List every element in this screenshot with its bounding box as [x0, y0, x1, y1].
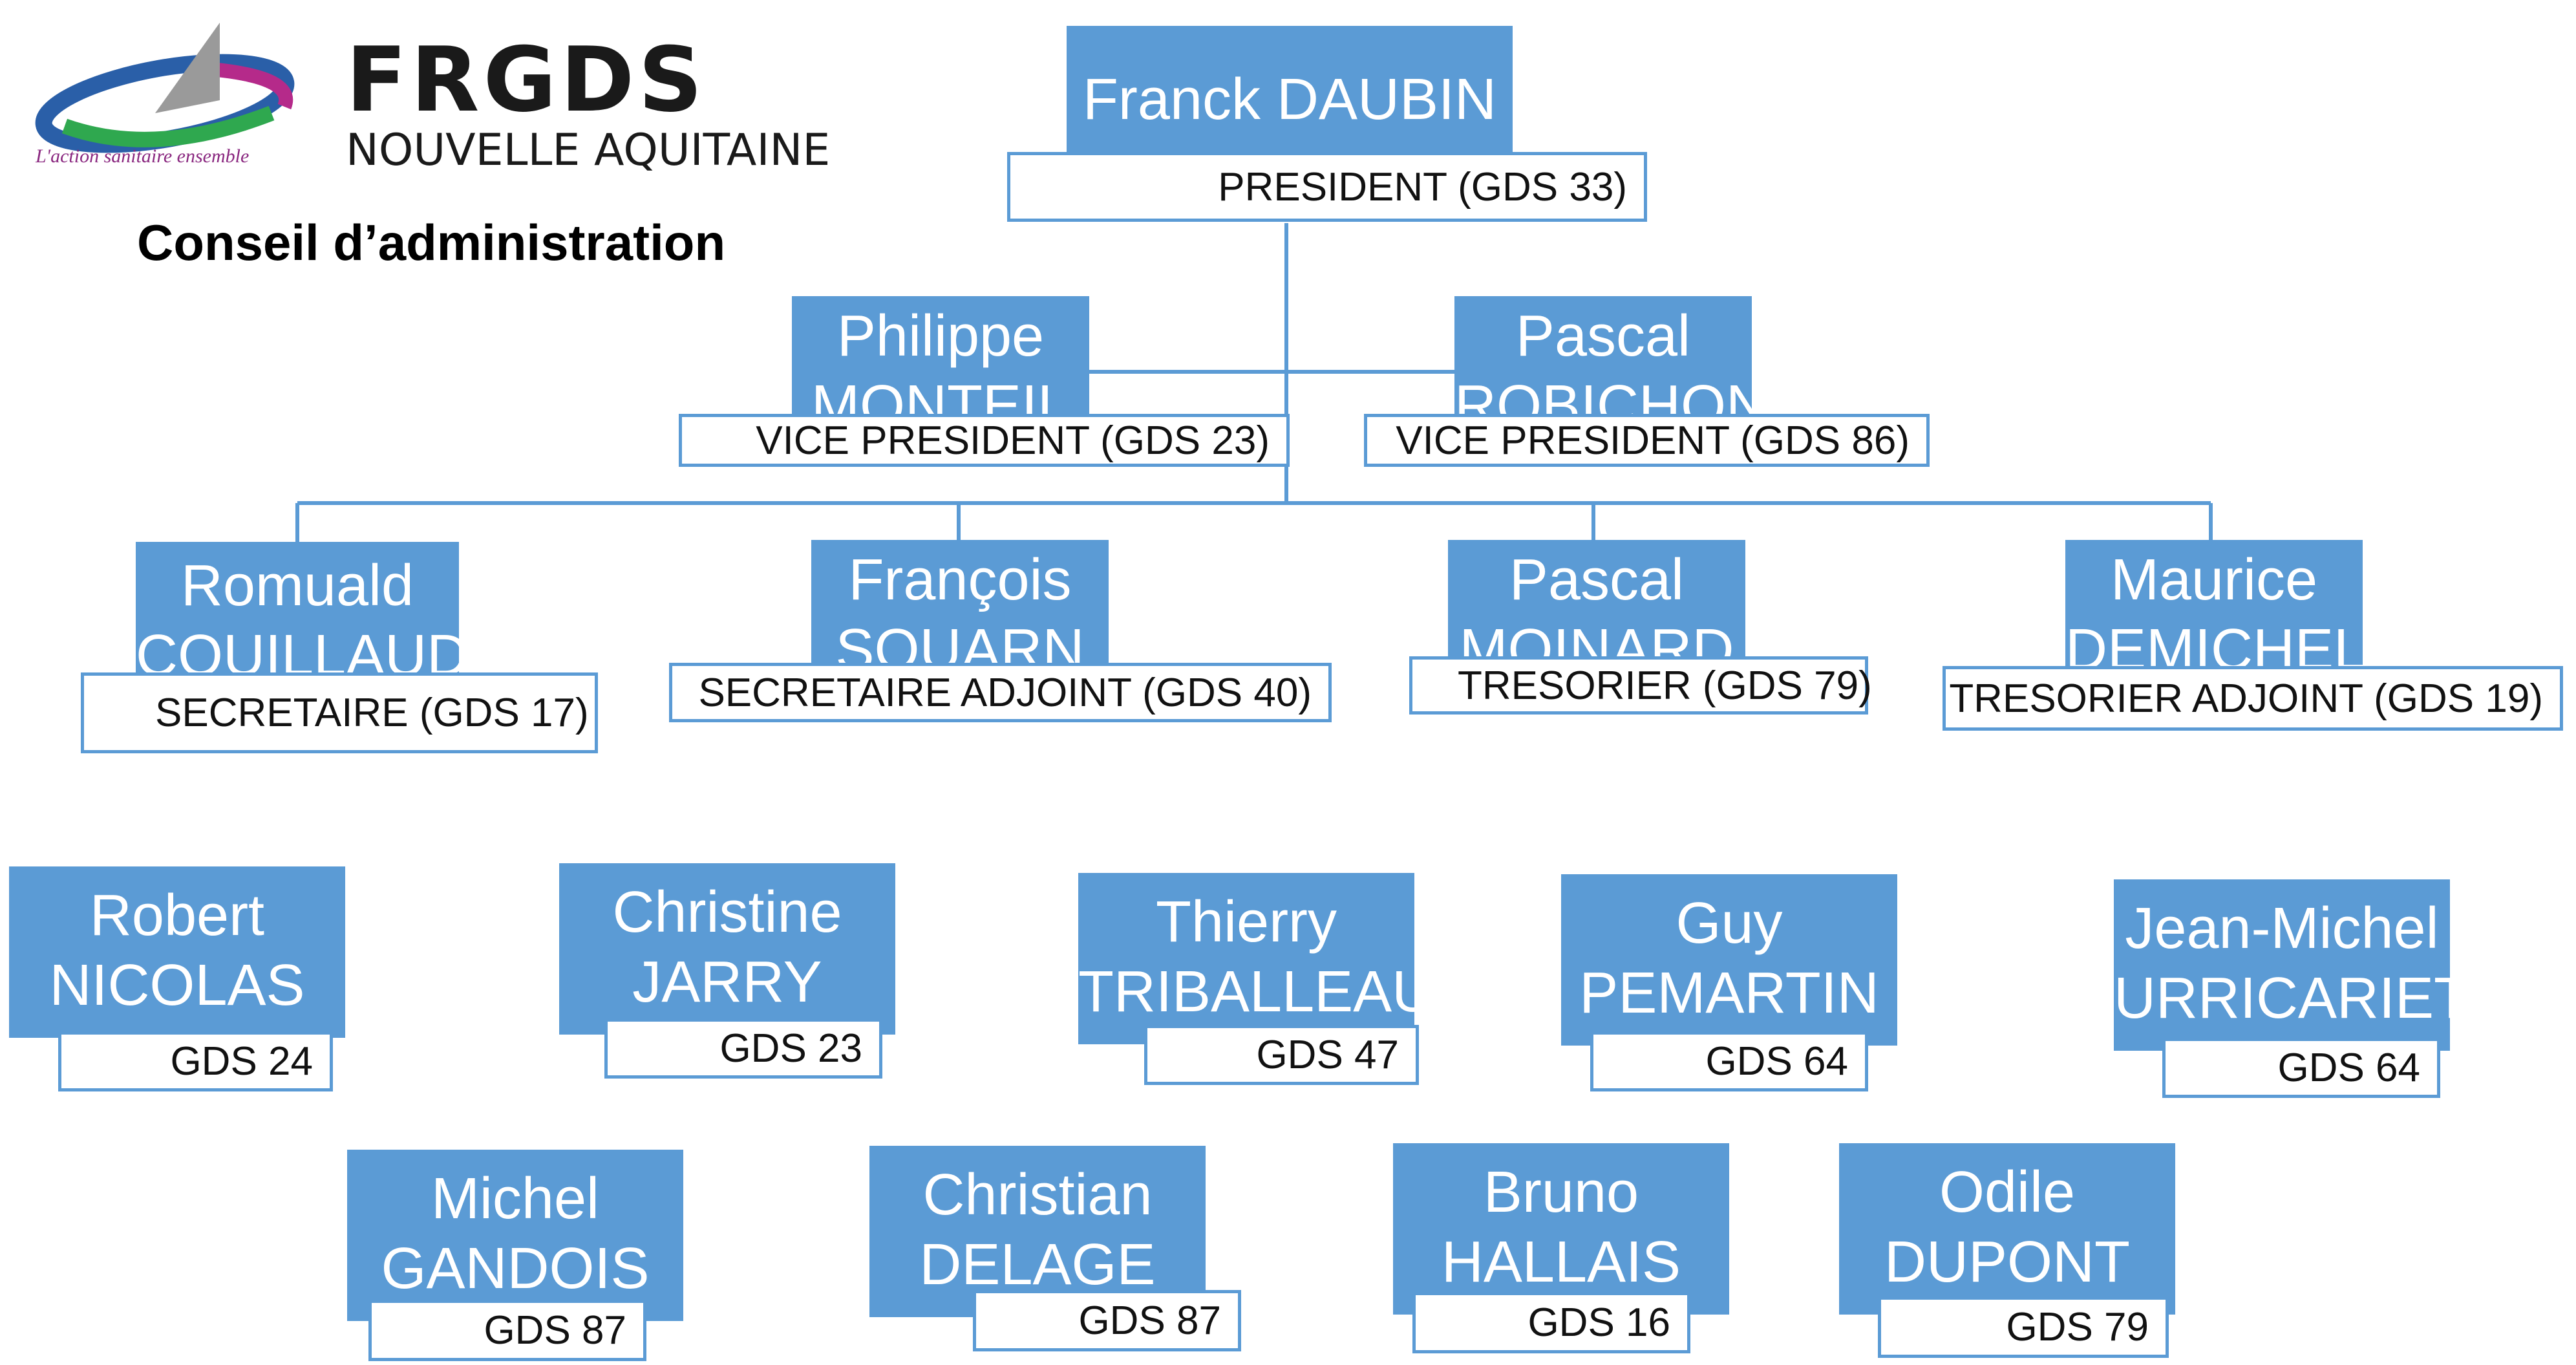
vice-president-role-box: VICE PRESIDENT (GDS 86) [1364, 414, 1930, 467]
officer-card: Romuald COUILLAUD [136, 542, 459, 684]
member-card: Christian DELAGE [869, 1146, 1206, 1317]
officer-role-box: SECRETAIRE ADJOINT (GDS 40) [669, 663, 1332, 722]
org-name: FRGDS [346, 28, 707, 132]
member-role-box: GDS 79 [1878, 1296, 2169, 1358]
officer-role-box: TRESORIER (GDS 79) [1409, 656, 1872, 715]
person-role: GDS 64 [2277, 1046, 2420, 1090]
officer-card: Pascal MOINARD [1448, 540, 1745, 663]
officer-role-box: TRESORIER ADJOINT (GDS 19) [1943, 666, 2563, 731]
person-role: GDS 64 [1705, 1039, 1848, 1084]
person-last-name: SOUARN [835, 618, 1085, 669]
person-first-name: François [848, 548, 1072, 612]
person-first-name: Guy [1676, 891, 1783, 956]
person-last-name: DUPONT [1884, 1230, 2130, 1295]
person-first-name: Thierry [1155, 890, 1337, 954]
person-first-name: Pascal [1509, 548, 1685, 612]
member-card: Robert NICOLAS [9, 866, 345, 1038]
member-role-box: GDS 64 [2162, 1038, 2440, 1098]
person-first-name: Odile [1939, 1160, 2076, 1225]
officer-card: François SOUARN [811, 540, 1109, 669]
person-last-name: URRICARIET [2114, 966, 2450, 1031]
member-card: Christine JARRY [559, 863, 895, 1035]
org-region: NOUVELLE AQUITAINE [346, 125, 831, 176]
person-first-name: Christian [922, 1163, 1153, 1227]
member-role-box: GDS 87 [368, 1300, 646, 1361]
person-first-name: Michel [431, 1166, 600, 1231]
member-role-box: GDS 23 [604, 1018, 882, 1079]
member-card: Guy PEMARTIN [1561, 874, 1897, 1046]
officer-card: Maurice DEMICHEL [2065, 540, 2363, 672]
person-role: GDS 24 [170, 1039, 313, 1084]
person-first-name: Maurice [2110, 548, 2318, 612]
member-role-box: GDS 47 [1144, 1025, 1419, 1085]
person-last-name: PEMARTIN [1579, 961, 1879, 1026]
person-role: GDS 87 [1078, 1298, 1221, 1343]
person-first-name: Robert [89, 883, 265, 948]
president-name: Franck DAUBIN [1082, 67, 1497, 132]
officer-role-box: SECRETAIRE (GDS 17) [81, 672, 598, 753]
person-role: VICE PRESIDENT (GDS 86) [1396, 418, 1910, 463]
member-role-box: GDS 16 [1412, 1292, 1690, 1353]
person-last-name: TRIBALLEAU [1078, 960, 1414, 1024]
vice-president-card: Philippe MONTEIL [792, 296, 1089, 420]
person-last-name: NICOLAS [49, 953, 305, 1018]
person-last-name: MONTEIL [811, 374, 1070, 420]
member-role-box: GDS 87 [973, 1290, 1241, 1351]
person-role: SECRETAIRE (GDS 17) [155, 691, 589, 735]
person-last-name: DEMICHEL [2065, 618, 2363, 672]
member-card: Michel GANDOIS [347, 1150, 683, 1321]
logo-tagline: L'action sanitaire ensemble [36, 145, 250, 167]
person-role: GDS 79 [2006, 1305, 2149, 1349]
person-last-name: HALLAIS [1441, 1230, 1681, 1295]
person-first-name: Philippe [836, 304, 1045, 369]
person-first-name: Pascal [1515, 304, 1691, 369]
person-last-name: ROBICHON [1454, 374, 1752, 420]
person-role: VICE PRESIDENT (GDS 23) [756, 418, 1270, 463]
person-role: GDS 23 [719, 1026, 862, 1071]
president-role: PRESIDENT (GDS 33) [1218, 164, 1627, 210]
president-name-box: Franck DAUBIN [1067, 26, 1513, 152]
person-first-name: Christine [612, 880, 842, 945]
logo-wordmark: FRGDS NOUVELLE AQUITAINE [346, 36, 830, 173]
member-role-box: GDS 64 [1590, 1031, 1868, 1091]
person-role: GDS 47 [1256, 1033, 1399, 1077]
page-title: Conseil d’administration [137, 214, 726, 271]
member-card: Thierry TRIBALLEAU [1078, 873, 1414, 1044]
vice-president-card: Pascal ROBICHON [1454, 296, 1752, 420]
person-last-name: JARRY [632, 950, 822, 1015]
person-role: TRESORIER (GDS 79) [1458, 663, 1872, 708]
person-first-name: Romuald [180, 554, 414, 618]
member-role-box: GDS 24 [58, 1031, 333, 1091]
person-first-name: Jean-Michel [2125, 896, 2439, 961]
person-role: TRESORIER ADJOINT (GDS 19) [1949, 676, 2543, 721]
person-last-name: MOINARD [1459, 618, 1734, 663]
person-last-name: DELAGE [919, 1232, 1156, 1297]
frgds-logo-graphic [35, 23, 295, 153]
person-role: SECRETAIRE ADJOINT (GDS 40) [698, 670, 1312, 715]
member-card: Odile DUPONT [1839, 1143, 2175, 1315]
person-last-name: GANDOIS [381, 1236, 650, 1301]
person-role: GDS 16 [1528, 1300, 1670, 1345]
member-card: Bruno HALLAIS [1393, 1143, 1729, 1315]
vice-president-role-box: VICE PRESIDENT (GDS 23) [679, 414, 1290, 467]
person-first-name: Bruno [1483, 1160, 1639, 1225]
person-role: GDS 87 [484, 1308, 626, 1353]
president-role-box: PRESIDENT (GDS 33) [1007, 152, 1647, 222]
member-card: Jean-Michel URRICARIET [2114, 879, 2450, 1051]
